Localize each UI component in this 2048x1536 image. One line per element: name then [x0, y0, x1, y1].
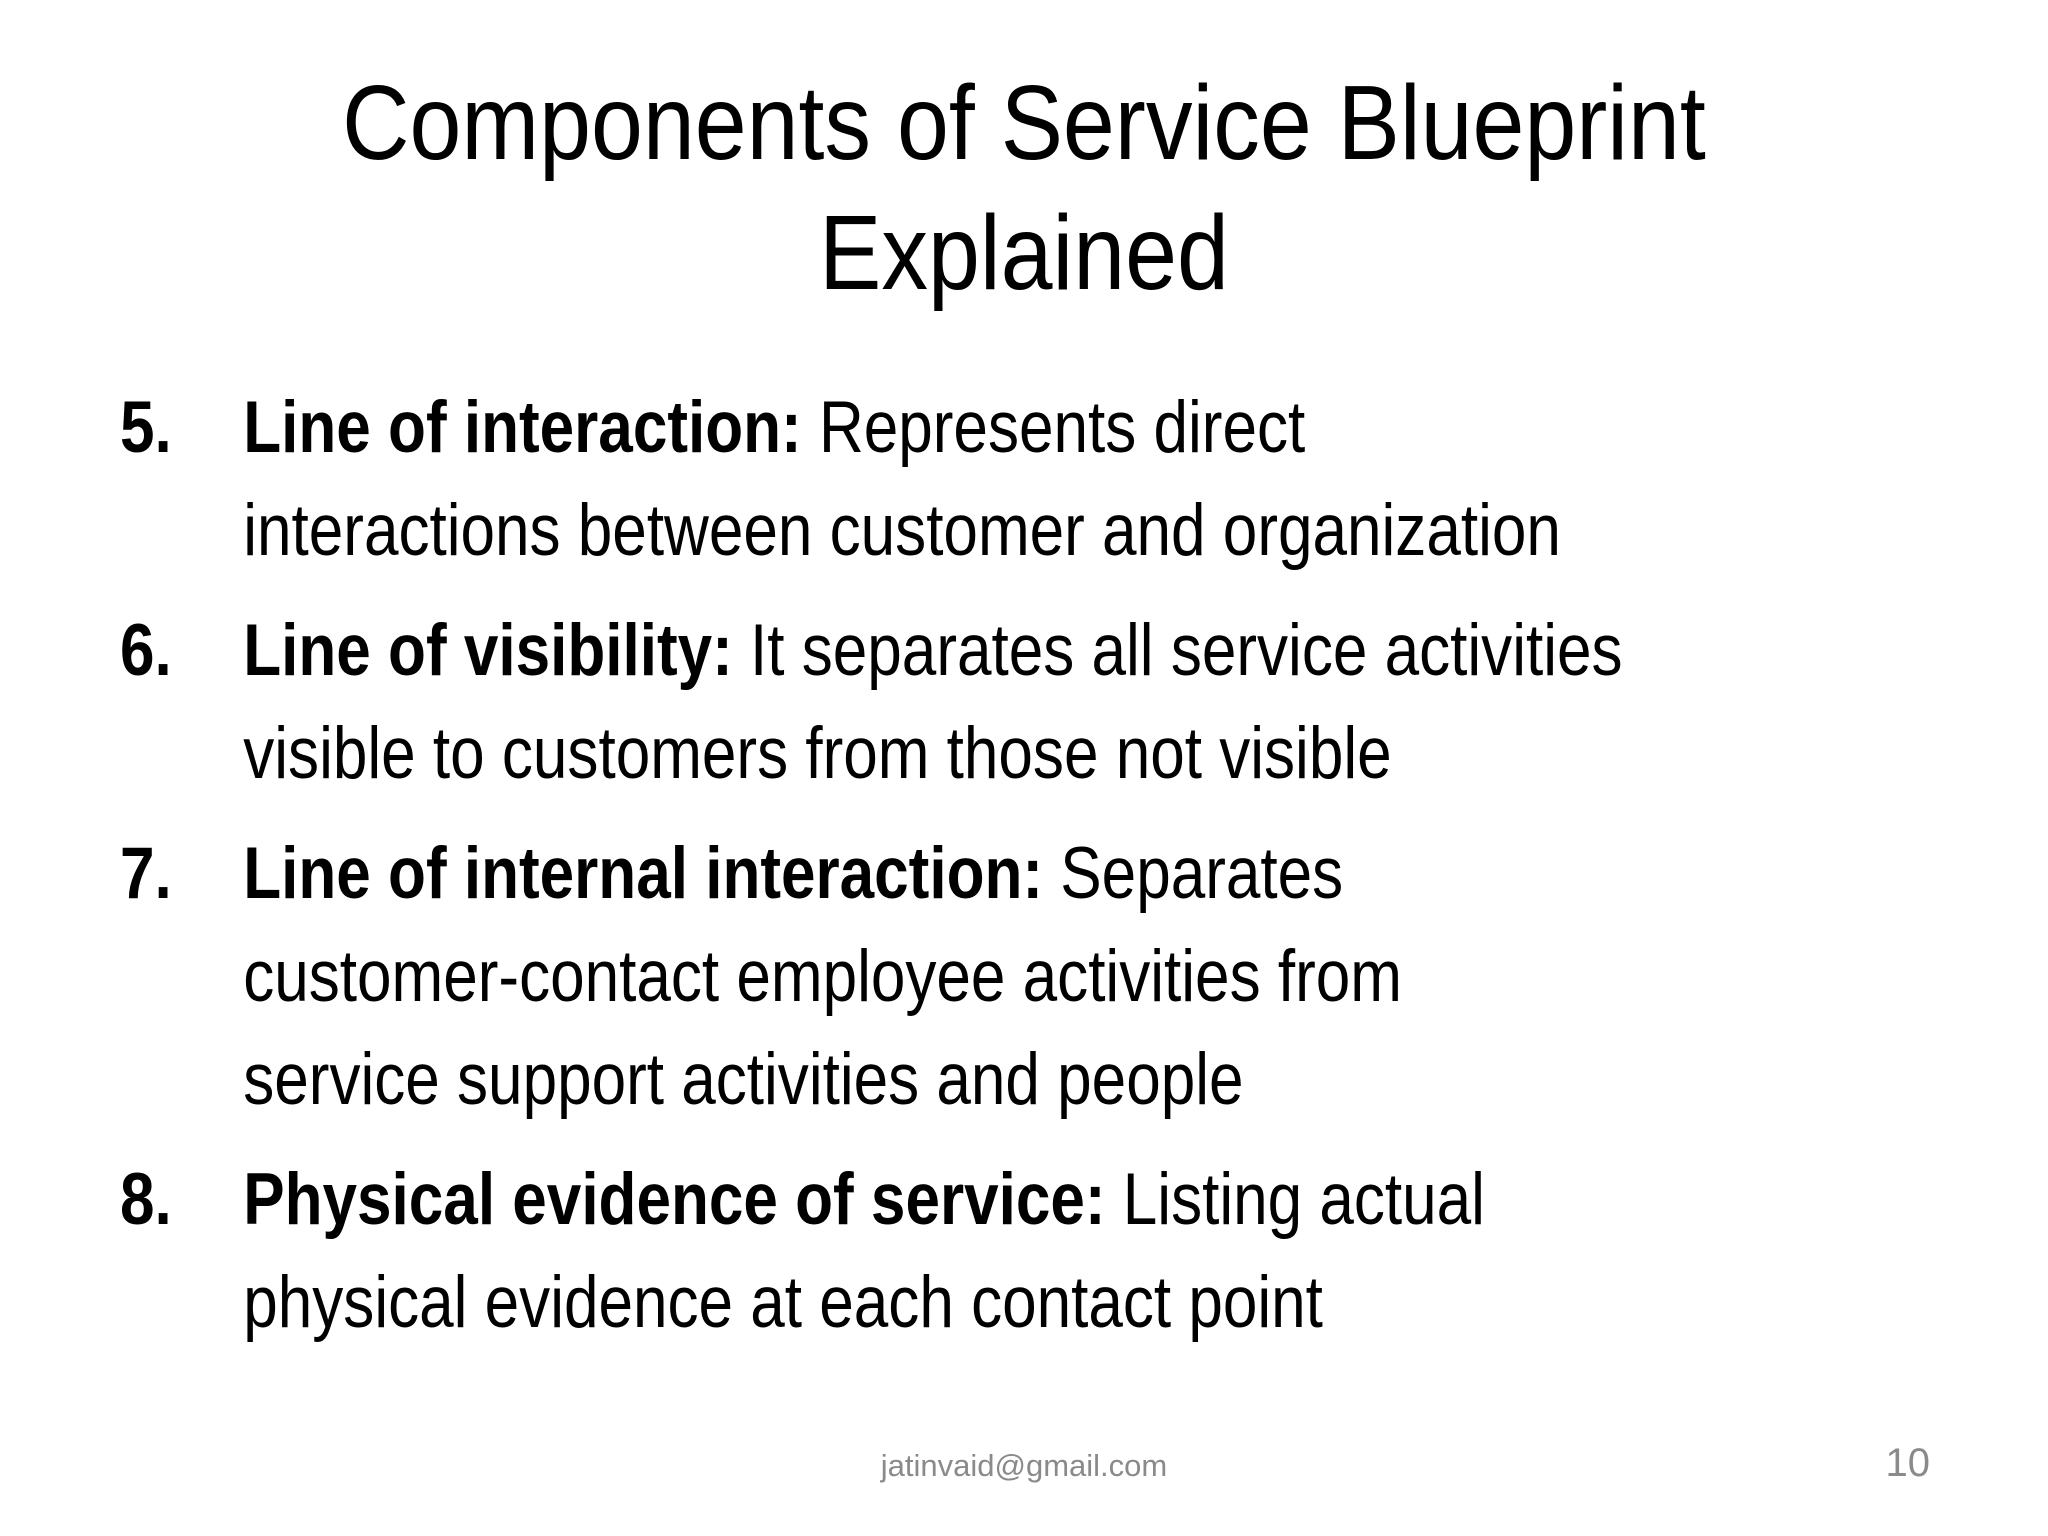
list-item: 8. Physical evidence of service: Listing …: [120, 1148, 1623, 1354]
item-text-line: customer-contact employee activities fro…: [243, 936, 1402, 1017]
item-text-line: physical evidence at each contact point: [243, 1262, 1323, 1343]
item-lead-bold: Line of visibility:: [243, 610, 733, 691]
footer-email: jatinvaid@gmail.com: [880, 1448, 1168, 1483]
item-text-line: interactions between customer and organi…: [243, 490, 1561, 571]
item-number: 8.: [120, 1159, 172, 1240]
item-number: 6.: [120, 610, 172, 691]
item-text: Line of interaction: Represents direct in…: [243, 376, 1622, 582]
item-text-line: Line of internal interaction: Separates: [243, 833, 1344, 914]
item-text: Physical evidence of service: Listing ac…: [243, 1148, 1622, 1354]
list-item: 6. Line of visibility: It separates all s…: [120, 599, 1623, 805]
numbered-list: 5. Line of interaction: Represents direct…: [120, 376, 1623, 1371]
item-lead-bold: Physical evidence of service:: [243, 1159, 1106, 1240]
item-lead-bold: Line of interaction:: [243, 387, 802, 468]
list-item: 5. Line of interaction: Represents direct…: [120, 376, 1623, 582]
item-text-line: Line of visibility: It separates all ser…: [243, 610, 1623, 691]
item-text-line: service support activities and people: [243, 1039, 1244, 1120]
item-number: 7.: [120, 833, 172, 914]
item-text-line: Physical evidence of service: Listing ac…: [243, 1159, 1485, 1240]
item-text: Line of internal interaction: Separates c…: [243, 822, 1622, 1131]
item-text: Line of visibility: It separates all ser…: [243, 599, 1622, 805]
title-line: Explained: [819, 194, 1229, 312]
item-text-line: Line of interaction: Represents direct: [243, 387, 1306, 468]
page-number: 10: [1885, 1441, 1931, 1485]
item-text-line: visible to customers from those not visi…: [243, 713, 1392, 794]
list-item: 7. Line of internal interaction: Separate…: [120, 822, 1623, 1131]
title-line: Components of Service Blueprint: [342, 64, 1706, 182]
item-lead-bold: Line of internal interaction:: [243, 833, 1044, 914]
item-number: 5.: [120, 387, 172, 468]
